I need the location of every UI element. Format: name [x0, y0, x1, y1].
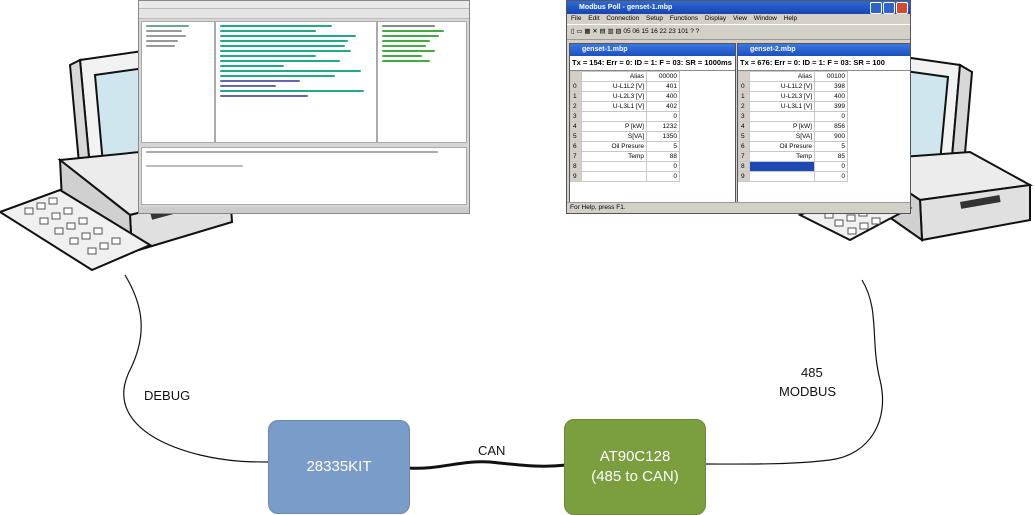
menu-file[interactable]: File — [571, 15, 582, 22]
ide-screenshot — [138, 0, 470, 214]
rs485-label: 485 — [801, 365, 823, 380]
genset-2-info: Tx = 676: Err = 0: ID = 1: F = 03: SR = … — [738, 56, 910, 71]
ide-statusbar — [139, 207, 469, 213]
modbus-poll-titlebar: Modbus Poll - genset-1.mbp — [567, 1, 910, 14]
ide-project-tree — [141, 21, 215, 143]
modbus-poll-toolbar: ▯ ▭ ▦ ✕ ▤ ▥ ▨ 05 06 15 16 22 23 101 ? ? — [567, 24, 910, 40]
debug-cable — [123, 274, 271, 463]
modbus-poll-window: Modbus Poll - genset-1.mbp File Edit Con… — [566, 0, 911, 214]
help-icon[interactable]: ? ? — [690, 28, 700, 35]
can-label: CAN — [478, 443, 506, 458]
genset-1-info: Tx = 154: Err = 0: ID = 1: F = 03: SR = … — [570, 56, 735, 71]
debug-label: DEBUG — [144, 388, 191, 403]
modbus-poll-title: Modbus Poll - genset-1.mbp — [579, 4, 673, 11]
ide-toolbar — [139, 9, 469, 19]
ide-titlebar — [139, 1, 469, 9]
ide-watch-panel — [377, 21, 467, 143]
can-cable — [407, 460, 567, 470]
kit-label: 28335KIT — [306, 458, 372, 475]
close-icon[interactable] — [896, 2, 908, 14]
menu-help[interactable]: Help — [783, 15, 798, 22]
at90c128-block: AT90C128 (485 to CAN) — [564, 419, 706, 515]
modbus-poll-statusbar: For Help, press F1. — [567, 202, 910, 213]
kit-28335-block: 28335KIT — [268, 420, 410, 514]
ide-output-panel — [141, 147, 467, 205]
menu-view[interactable]: View — [732, 15, 747, 22]
menu-connection[interactable]: Connection — [606, 15, 640, 22]
maximize-icon[interactable] — [883, 2, 895, 14]
menu-window[interactable]: Window — [753, 15, 777, 22]
row-value[interactable]: 0 — [646, 171, 680, 182]
menu-display[interactable]: Display — [704, 15, 727, 22]
genset-2-window: genset-2.mbp Tx = 676: Err = 0: ID = 1: … — [737, 43, 910, 205]
at90-label-line1: AT90C128 — [599, 448, 671, 465]
genset-1-window: genset-1.mbp Tx = 154: Err = 0: ID = 1: … — [569, 43, 736, 205]
row-value[interactable]: 0 — [814, 171, 848, 182]
menu-functions[interactable]: Functions — [669, 15, 699, 22]
toolbar-function-codes[interactable]: 05 06 15 16 22 23 101 — [623, 28, 689, 35]
rs485-cable — [704, 279, 884, 465]
modbus-label: MODBUS — [779, 384, 837, 399]
at90-label-line2: (485 to CAN) — [591, 468, 679, 485]
toolbar-icons[interactable]: ▯ ▭ ▦ ✕ ▤ ▥ ▨ — [571, 28, 624, 35]
menu-setup[interactable]: Setup — [646, 15, 664, 22]
genset-2-title: genset-2.mbp — [738, 44, 910, 56]
ide-code-editor — [215, 21, 377, 143]
menu-edit[interactable]: Edit — [588, 15, 600, 22]
minimize-icon[interactable] — [870, 2, 882, 14]
modbus-poll-menubar: File Edit Connection Setup Functions Dis… — [567, 14, 910, 24]
genset-1-title: genset-1.mbp — [570, 44, 735, 56]
